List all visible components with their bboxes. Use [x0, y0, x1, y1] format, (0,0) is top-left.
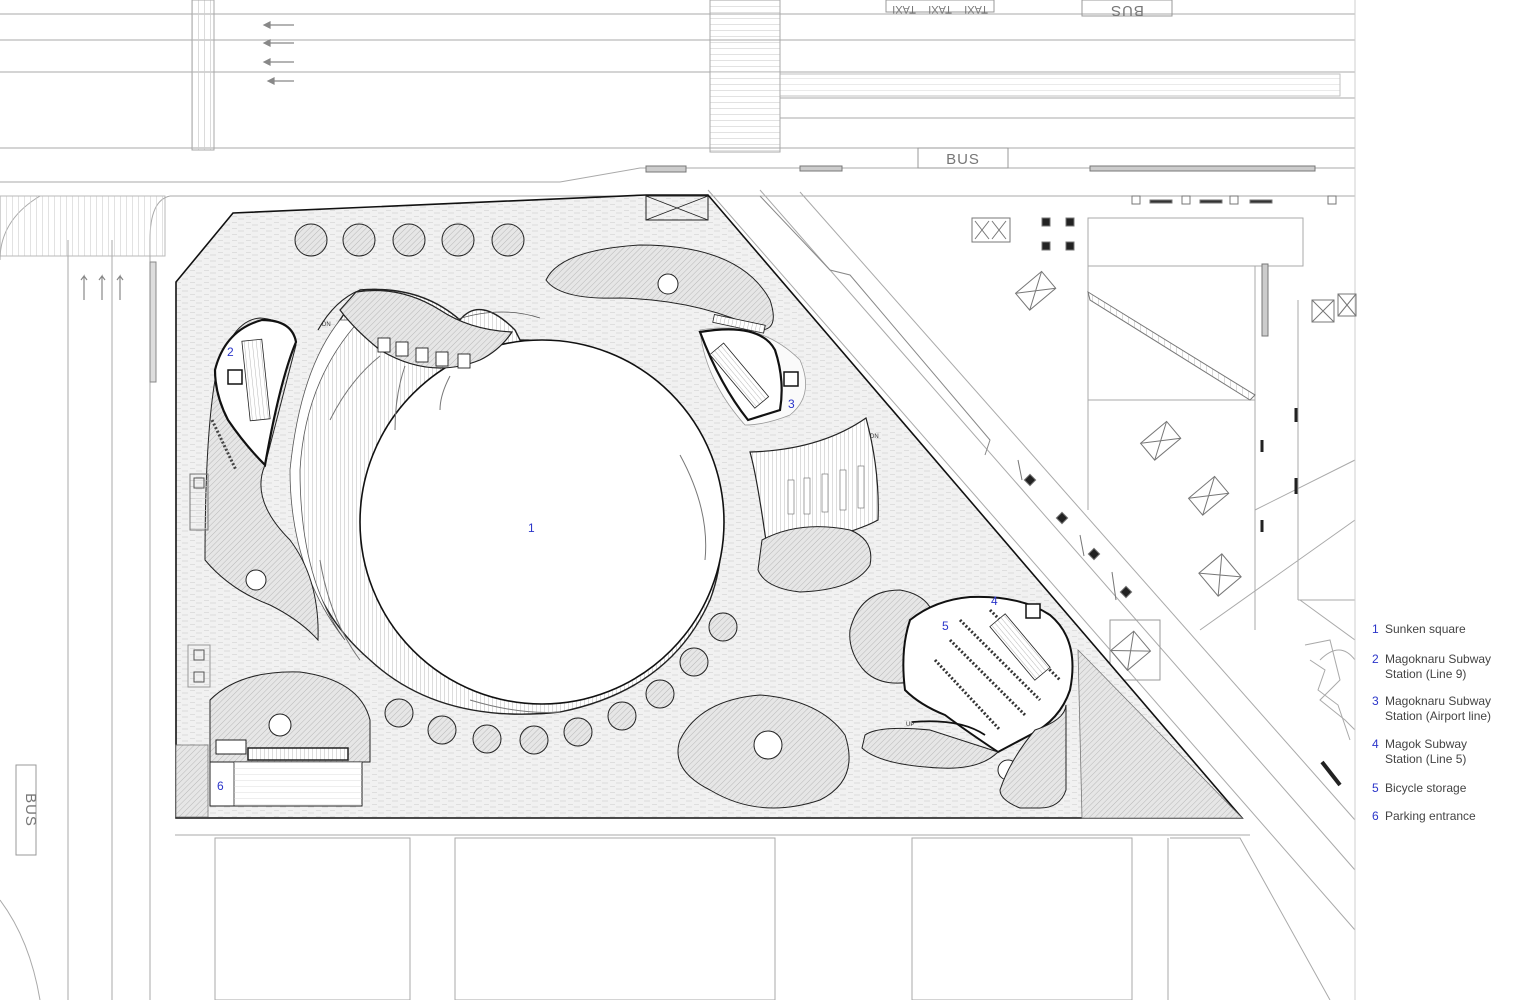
legend-number: 1 [1372, 622, 1379, 636]
legend-item-airport-station: 3 Magoknaru Subway Station (Airport line… [1372, 694, 1491, 724]
sunken-square-floor [359, 339, 725, 705]
legend-label: Magoknaru Subway Station (Airport line) [1385, 694, 1492, 723]
bus-label-west: BUS [22, 793, 39, 827]
legend-number: 6 [1372, 809, 1379, 823]
tree-row-north [294, 223, 525, 257]
legend-label: Bicycle storage [1385, 781, 1467, 795]
parking-entrance [209, 739, 363, 807]
area-number-6: 6 [217, 779, 224, 793]
legend-item-sunken-square: 1 Sunken square [1372, 622, 1466, 637]
lane-arrows [80, 21, 294, 300]
legend-number: 4 [1372, 737, 1379, 751]
taxi-label-3: TAXI [964, 3, 988, 15]
down-marker-east: DN [870, 434, 879, 440]
station-line5-bicycle [849, 589, 1074, 809]
legend-number: 5 [1372, 781, 1379, 795]
down-marker-west: DN [322, 322, 331, 328]
sunken-square [289, 288, 725, 715]
taxi-label-1: TAXI [892, 3, 916, 15]
legend-number: 2 [1372, 652, 1379, 666]
area-number-1: 1 [528, 521, 535, 535]
bus-label-top-right: BUS [1110, 2, 1144, 19]
legend-label: Sunken square [1385, 622, 1466, 636]
legend-item-line5-station: 4 Magok Subway Station (Line 5) [1372, 737, 1467, 767]
tree-row-south [384, 612, 738, 755]
up-marker: UP [906, 722, 914, 728]
station-airport-entrance [545, 244, 806, 426]
area-number-2: 2 [227, 345, 234, 359]
east-stepped-seating [749, 417, 879, 593]
legend-item-parking-entrance: 6 Parking entrance [1372, 809, 1476, 824]
east-structures [759, 195, 1357, 787]
legend-label: Magoknaru Subway Station (Line 9) [1385, 652, 1492, 681]
legend-item-bicycle-storage: 5 Bicycle storage [1372, 781, 1466, 796]
area-numbers: 1 2 3 4 5 6 [217, 345, 998, 793]
area-number-5: 5 [942, 619, 949, 633]
legend-number: 3 [1372, 694, 1379, 708]
legend-item-line9-station: 2 Magoknaru Subway Station (Line 9) [1372, 652, 1491, 682]
area-number-3: 3 [788, 397, 795, 411]
level-markers: DN DN UP [322, 322, 914, 728]
station-line9-entrance [187, 317, 319, 688]
legend-label: Parking entrance [1385, 809, 1476, 823]
legend-label: Magok Subway Station (Line 5) [1385, 737, 1468, 766]
road-network [0, 0, 1356, 1000]
area-number-4: 4 [991, 594, 998, 608]
road-markings [15, 0, 1316, 856]
bus-label-north: BUS [946, 151, 980, 168]
taxi-label-2: TAXI [928, 3, 952, 15]
